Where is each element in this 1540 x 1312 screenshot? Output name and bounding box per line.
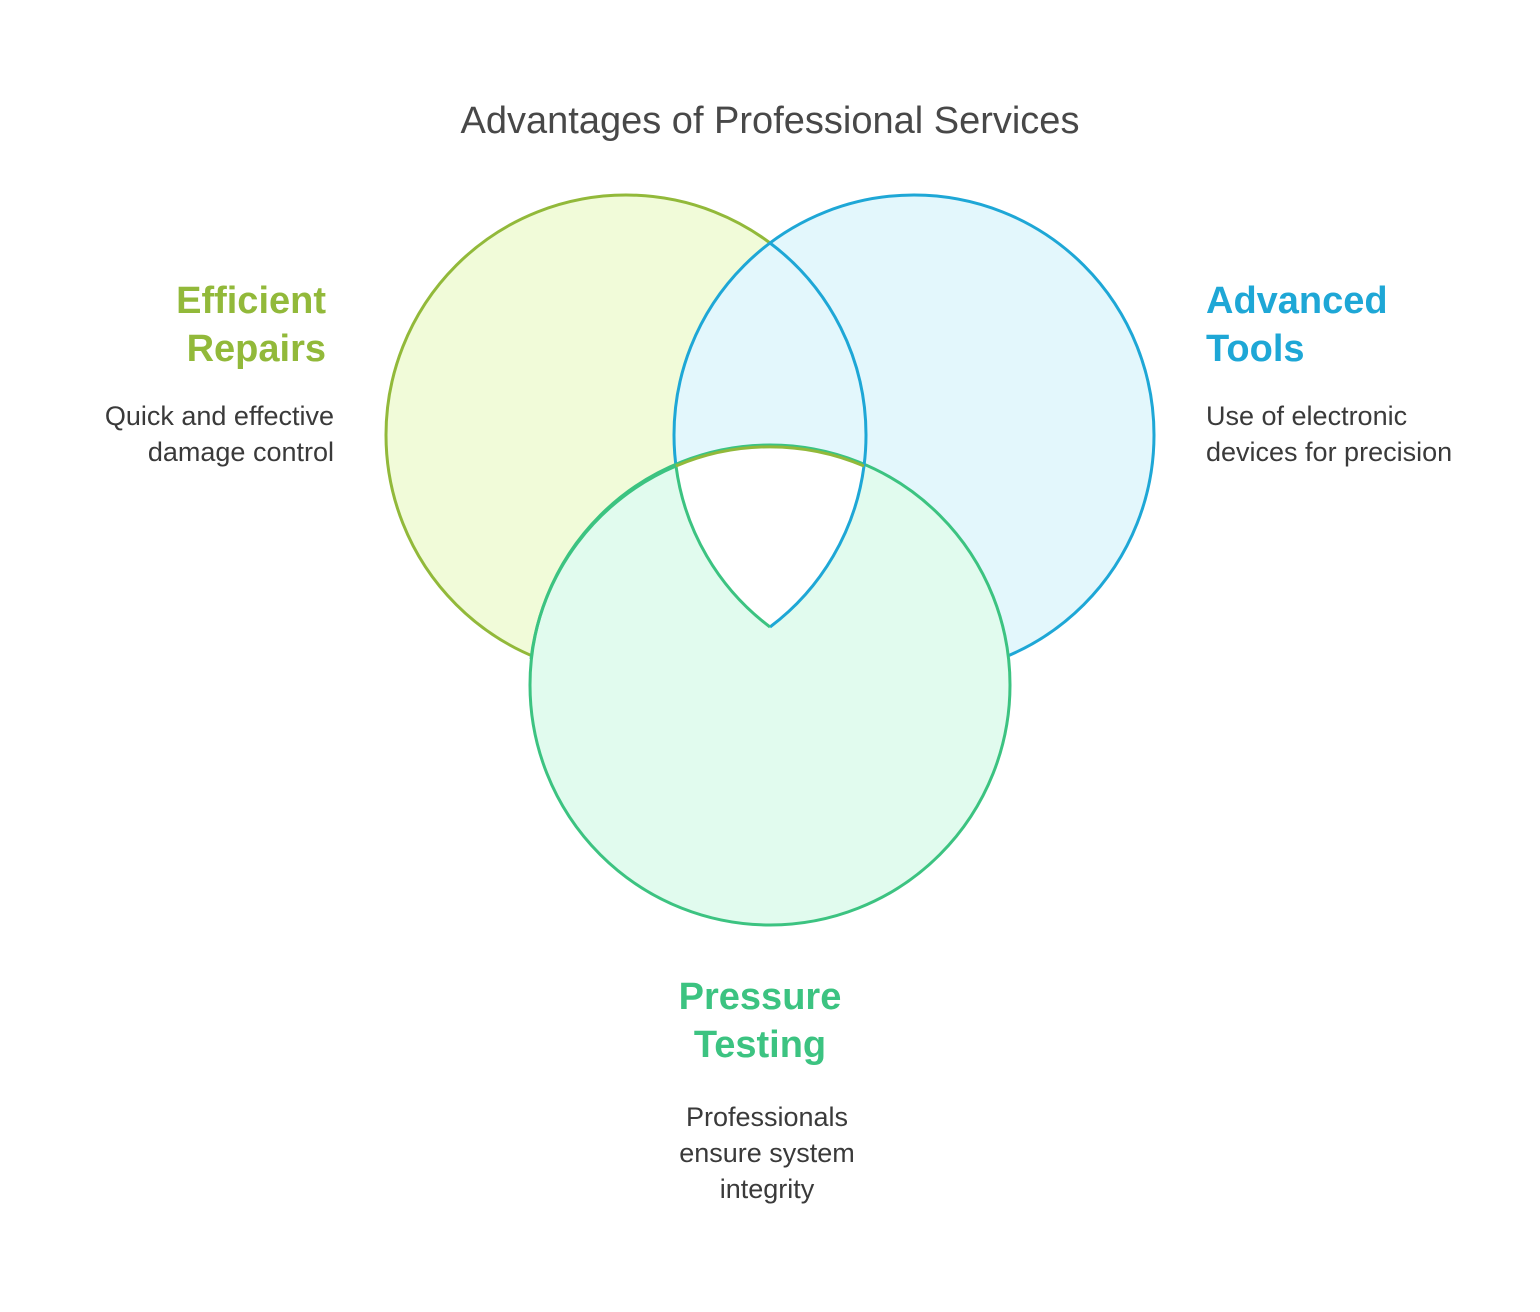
efficient-repairs-inner-arc xyxy=(675,445,865,468)
efficient-repairs-description: Quick and effective damage control xyxy=(40,398,334,470)
efficient-repairs-heading: Efficient Repairs xyxy=(100,277,326,373)
advanced-tools-heading-line: Tools xyxy=(1206,328,1305,370)
advanced-tools-heading: Advanced Tools xyxy=(1206,277,1506,373)
pressure-testing-heading-line: Testing xyxy=(693,1024,827,1066)
diagram-title: Advantages of Professional Services xyxy=(460,100,1080,142)
center-overlap xyxy=(676,446,864,627)
advanced-tools-inner-arc xyxy=(769,241,868,467)
advanced-tools-description-line: devices for precision xyxy=(1206,437,1453,467)
efficient-repairs-heading-line: Repairs xyxy=(186,328,326,370)
pressure-testing-heading-line: Pressure xyxy=(678,976,842,1018)
advanced-tools-description: Use of electronic devices for precision xyxy=(1206,398,1526,470)
pressure-testing-heading: Pressure Testing xyxy=(560,973,960,1069)
advanced-tools-inner-arc xyxy=(769,465,866,629)
efficient-repairs-description-line: Quick and effective xyxy=(104,401,334,431)
pressure-testing-description-line: ensure system xyxy=(679,1138,855,1168)
efficient-repairs-description-line: damage control xyxy=(147,437,334,467)
pressure-testing-circle xyxy=(528,443,1012,927)
pressure-testing-inner-arc xyxy=(674,465,771,629)
pressure-testing-inner-arc xyxy=(529,464,677,660)
pressure-testing-description-line: Professionals xyxy=(685,1102,849,1132)
pressure-testing-description: Professionals ensure system integrity xyxy=(567,1099,967,1207)
advanced-tools-description-line: Use of electronic xyxy=(1206,401,1408,431)
advanced-tools-heading-line: Advanced xyxy=(1206,280,1388,322)
efficient-repairs-heading-line: Efficient xyxy=(176,280,326,322)
pressure-testing-description-line: integrity xyxy=(719,1174,815,1204)
